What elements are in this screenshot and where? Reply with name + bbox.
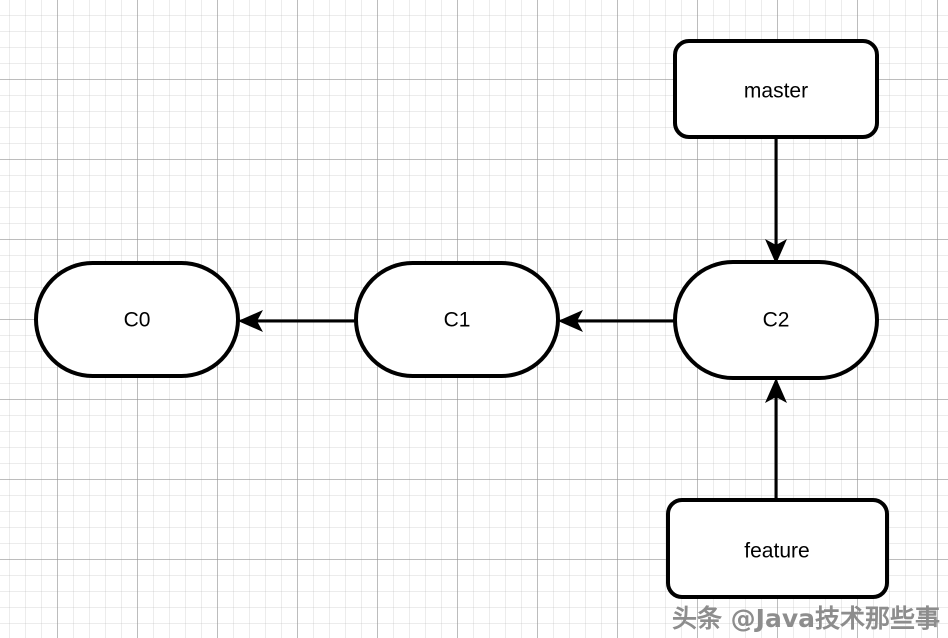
node-c0-label: C0 [124, 309, 151, 332]
node-c1-label: C1 [444, 309, 471, 332]
edge-c1-to-c0 [238, 310, 356, 332]
node-feature[interactable]: feature [666, 498, 889, 599]
node-c0[interactable]: C0 [34, 261, 240, 378]
edge-c1-to-c0-arrowhead [238, 310, 263, 332]
node-c2-shape[interactable] [673, 260, 879, 380]
node-c1-shape[interactable] [354, 261, 560, 378]
node-master-label: master [744, 80, 808, 103]
edge-master-to-c2-arrowhead [765, 239, 787, 264]
node-c2[interactable]: C2 [673, 260, 879, 380]
node-master-shape[interactable] [673, 39, 879, 139]
node-master[interactable]: master [673, 39, 879, 139]
node-c1[interactable]: C1 [354, 261, 560, 378]
edge-c2-to-c1 [558, 310, 675, 332]
edge-feature-to-c2 [765, 378, 787, 500]
watermark: 头条 @Java技术那些事 [671, 604, 940, 633]
node-feature-shape[interactable] [666, 498, 889, 599]
edge-master-to-c2 [765, 137, 787, 264]
node-feature-label: feature [744, 540, 809, 563]
node-c2-label: C2 [763, 309, 790, 332]
edge-feature-to-c2-arrowhead [765, 378, 787, 403]
node-c0-shape[interactable] [34, 261, 240, 378]
edge-c2-to-c1-arrowhead [558, 310, 583, 332]
